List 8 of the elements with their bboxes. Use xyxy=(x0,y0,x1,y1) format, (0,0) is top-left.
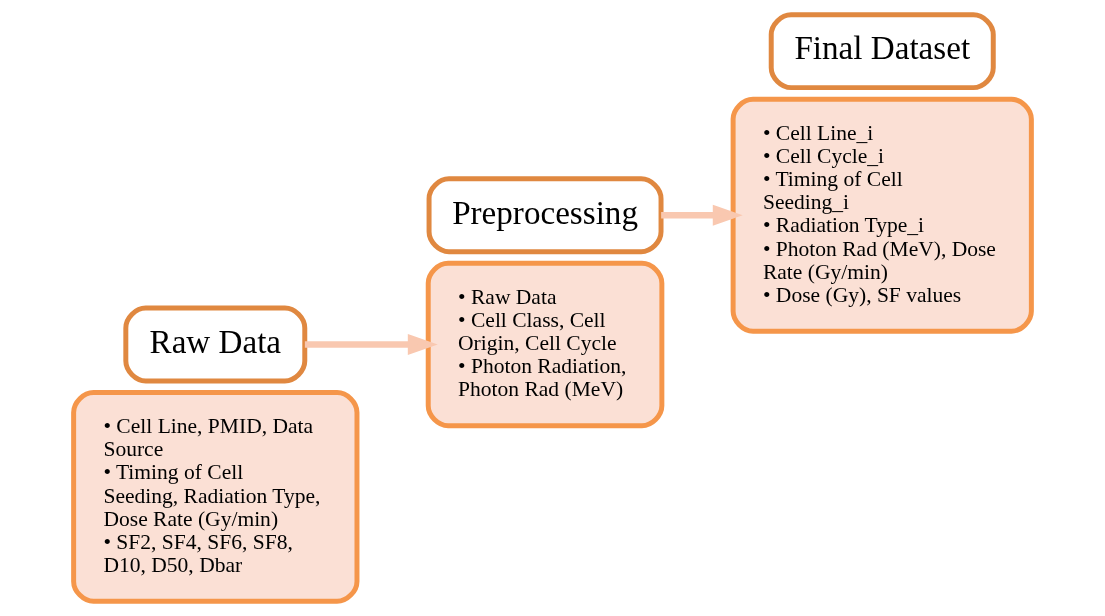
node-box: Raw Data xyxy=(123,305,308,384)
node-box: Preprocessing xyxy=(426,176,664,255)
node-box: • Raw Data • Cell Class, Cell Origin, Cell Cycle • Photon Radiation, Photon Rad (MeV) xyxy=(425,260,665,429)
node-box: Final Dataset xyxy=(768,12,996,91)
arrow xyxy=(304,333,438,355)
node-box: • Cell Line, PMID, Data Source • Timing of Cell Seeding, Radiation Type, Dose Rate (Gy/min) • SF2, SF4, SF6, SF8, D10, D50, Dbar xyxy=(71,390,360,604)
arrow xyxy=(661,204,743,226)
node-box: • Cell Line_i • Cell Cycle_i • Timing of Cell Seeding_i • Radiation Type_i • Photon Rad (MeV), Dose Rate (Gy/min) • Dose (Gy), SF values xyxy=(730,96,1034,334)
